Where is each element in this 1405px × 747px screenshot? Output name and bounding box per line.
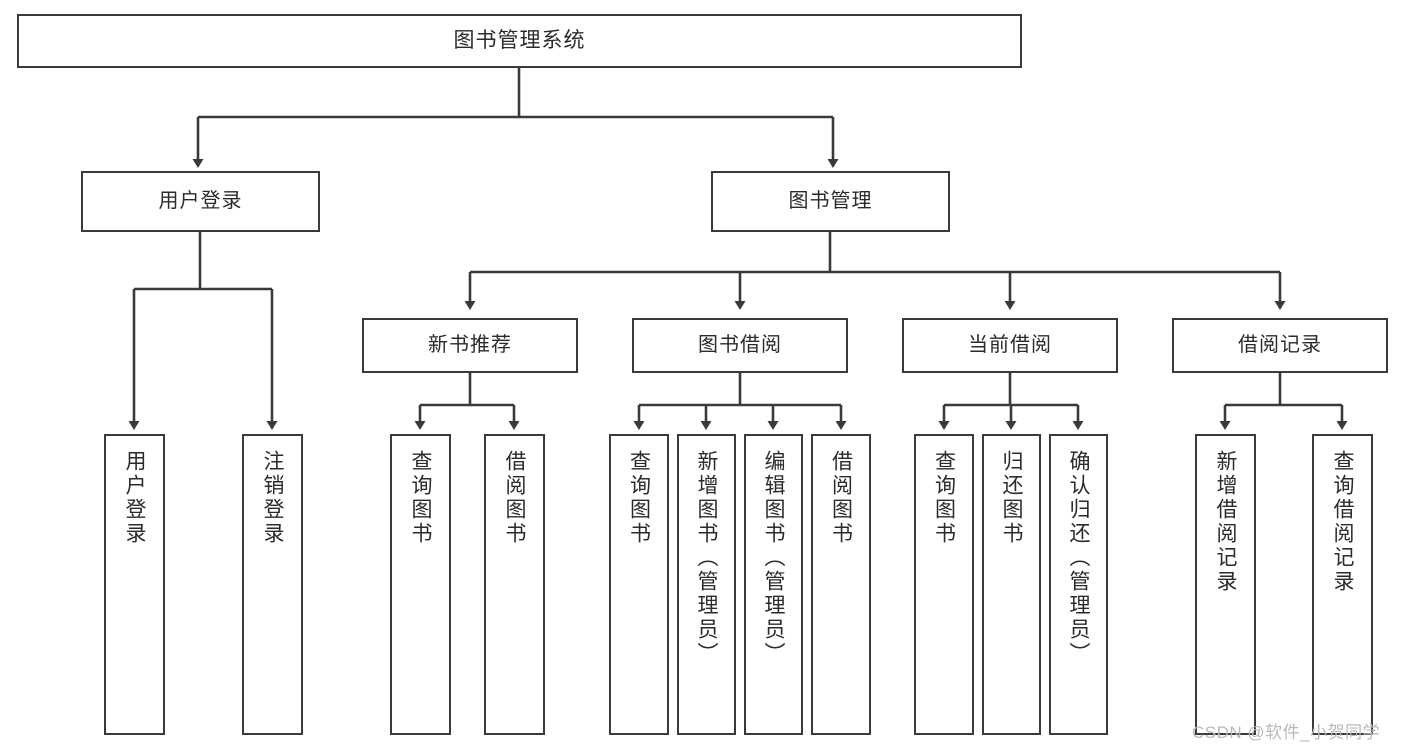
leaf-add-book-admin[interactable]: 新增图书（管理员） xyxy=(677,434,736,735)
node-label: 归还图书 xyxy=(1000,450,1023,546)
leaf-query-book-recommend[interactable]: 查询图书 xyxy=(390,434,451,735)
leaf-query-borrow-record[interactable]: 查询借阅记录 xyxy=(1312,434,1373,735)
node-label: 新增图书（管理员） xyxy=(695,450,718,666)
node-user-login[interactable]: 用户登录 xyxy=(81,171,320,232)
node-label: 查询图书 xyxy=(932,450,956,546)
node-new-book-recommend[interactable]: 新书推荐 xyxy=(362,318,578,373)
node-label: 用户登录 xyxy=(123,450,146,546)
node-label: 新书推荐 xyxy=(428,333,512,356)
node-current-borrow[interactable]: 当前借阅 xyxy=(902,318,1118,373)
node-label: 当前借阅 xyxy=(968,333,1052,356)
node-label: 编辑图书（管理员） xyxy=(762,450,785,666)
node-label: 查询图书 xyxy=(409,450,432,546)
node-label: 查询图书 xyxy=(627,450,651,546)
node-label: 借阅图书 xyxy=(829,450,853,546)
node-label: 图书管理 xyxy=(788,189,873,212)
node-label: 查询借阅记录 xyxy=(1331,450,1354,594)
node-label: 注销登录 xyxy=(261,450,284,546)
node-label: 图书借阅 xyxy=(698,333,782,356)
node-label: 借阅记录 xyxy=(1238,333,1322,356)
node-borrow-records[interactable]: 借阅记录 xyxy=(1172,318,1388,373)
leaf-borrow-book-recommend[interactable]: 借阅图书 xyxy=(484,434,545,735)
node-root-system[interactable]: 图书管理系统 xyxy=(17,14,1022,68)
leaf-query-book-current[interactable]: 查询图书 xyxy=(914,434,974,735)
leaf-edit-book-admin[interactable]: 编辑图书（管理员） xyxy=(744,434,803,735)
node-label: 图书管理系统 xyxy=(453,28,586,52)
watermark-text: CSDN @软件_小贺同学 xyxy=(1192,723,1381,742)
leaf-query-book-borrow[interactable]: 查询图书 xyxy=(609,434,669,735)
leaf-borrow-book[interactable]: 借阅图书 xyxy=(811,434,871,735)
leaf-logout[interactable]: 注销登录 xyxy=(242,434,303,735)
node-label: 用户登录 xyxy=(158,189,243,212)
node-label: 新增借阅记录 xyxy=(1214,450,1237,594)
leaf-user-login[interactable]: 用户登录 xyxy=(104,434,165,735)
leaf-confirm-return-admin[interactable]: 确认归还（管理员） xyxy=(1049,434,1108,735)
node-label: 借阅图书 xyxy=(503,450,526,546)
node-label: 确认归还（管理员） xyxy=(1067,450,1090,666)
leaf-add-borrow-record[interactable]: 新增借阅记录 xyxy=(1195,434,1256,735)
node-book-management[interactable]: 图书管理 xyxy=(711,171,950,232)
leaf-return-book[interactable]: 归还图书 xyxy=(982,434,1041,735)
node-book-borrow[interactable]: 图书借阅 xyxy=(632,318,848,373)
